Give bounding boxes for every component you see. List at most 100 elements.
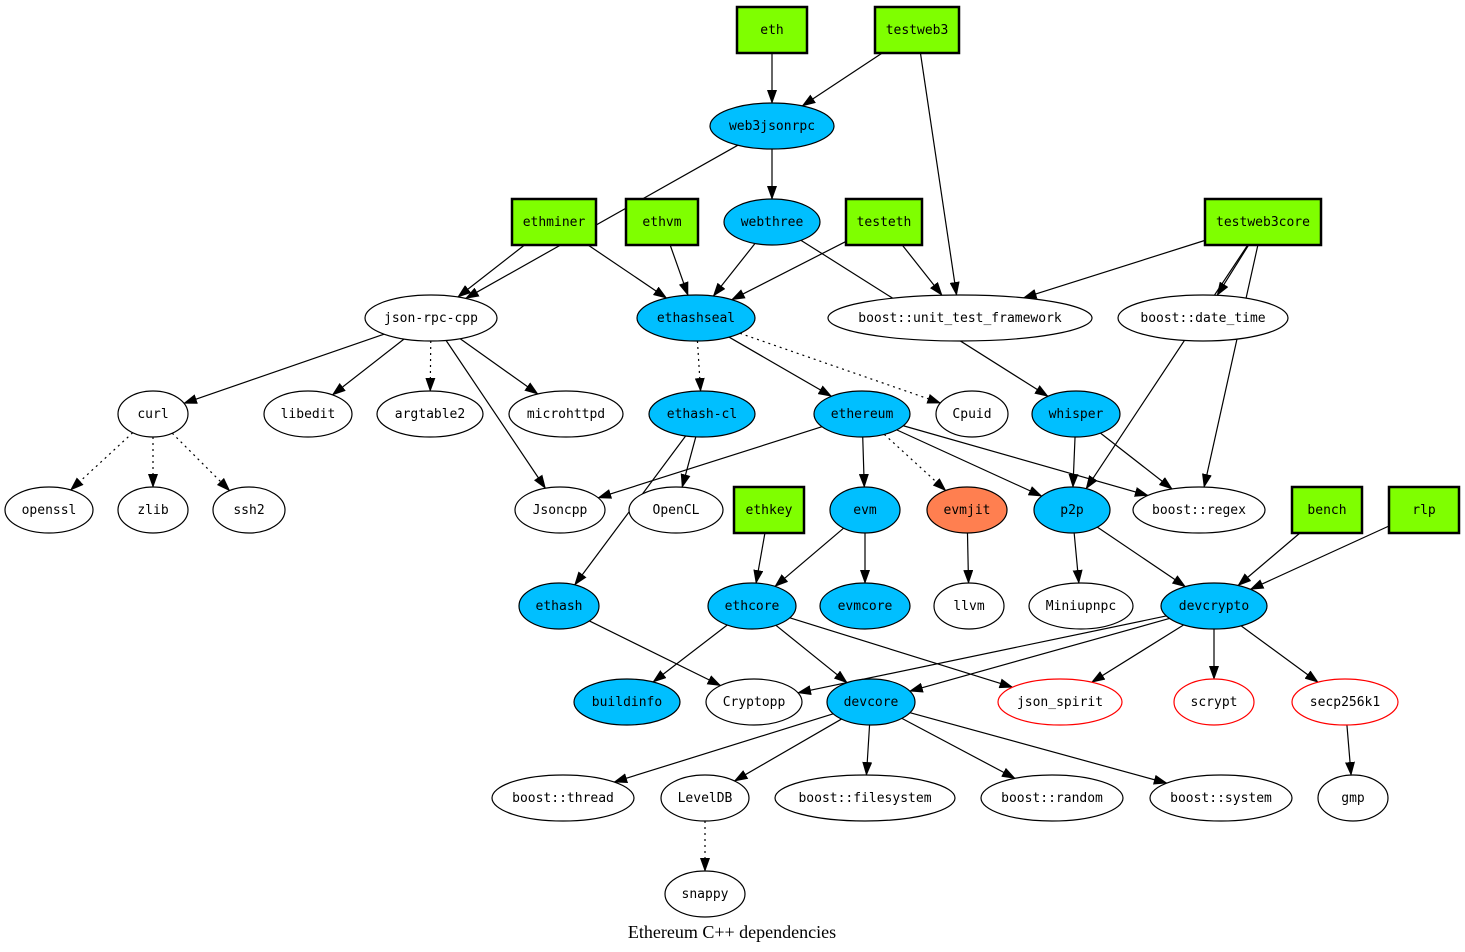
node-shape-json-rpc-cpp — [364, 294, 498, 342]
node-miniupnpc: Miniupnpc — [1028, 582, 1134, 630]
edge-devcore-to-boost-random — [901, 717, 1016, 779]
node-zlib: zlib — [117, 486, 189, 534]
node-label-p2p: p2p — [1060, 503, 1084, 518]
node-leveldb: LevelDB — [660, 774, 750, 822]
edge-devcore-to-boost-system — [909, 712, 1168, 785]
node-shape-openssl — [4, 486, 94, 534]
node-evmcore: evmcore — [819, 582, 911, 630]
node-shape-snappy — [664, 870, 746, 918]
edge-whisper-to-boost-regex — [1100, 432, 1173, 490]
node-testweb3core: testweb3core — [1203, 197, 1323, 247]
node-boost-thread: boost::thread — [491, 774, 635, 822]
edge-evm-to-ethcore — [774, 527, 844, 588]
edge-p2p-to-devcrypto — [1097, 526, 1187, 588]
node-ethash: ethash — [518, 582, 600, 630]
node-ethminer: ethminer — [510, 197, 598, 247]
edge-ethcore-to-buildinfo — [652, 624, 728, 683]
edge-curl-to-ssh2 — [171, 432, 231, 492]
node-shape-devcore — [826, 678, 916, 726]
node-label-boost-thread: boost::thread — [512, 791, 614, 806]
node-label-llvm: llvm — [953, 599, 984, 614]
edge-ethashseal-to-ethereum — [728, 336, 833, 397]
node-label-testeth: testeth — [857, 215, 912, 230]
node-label-jsoncpp: Jsoncpp — [533, 503, 588, 518]
node-shape-miniupnpc — [1028, 582, 1134, 630]
node-shape-ssh2 — [212, 486, 286, 534]
node-shape-ethash — [518, 582, 600, 630]
edge-testweb3core-to-p2p — [1085, 244, 1249, 490]
node-openssl: openssl — [4, 486, 94, 534]
node-shape-boost-random — [980, 774, 1124, 822]
diagram-caption: Ethereum C++ dependencies — [628, 922, 836, 942]
node-label-cryptopp: Cryptopp — [723, 695, 786, 710]
node-label-opencl: OpenCL — [653, 503, 700, 518]
node-label-ethminer: ethminer — [523, 215, 586, 230]
node-shape-boost-dt — [1117, 294, 1289, 342]
node-label-argtable2: argtable2 — [395, 407, 465, 422]
node-shape-jsoncpp — [514, 486, 606, 534]
node-label-ssh2: ssh2 — [233, 503, 264, 518]
node-shape-boost-utf — [827, 294, 1093, 342]
node-label-json_spirit: json_spirit — [1017, 695, 1103, 710]
node-evmjit: evmjit — [926, 486, 1008, 534]
node-p2p: p2p — [1033, 486, 1111, 534]
edge-web3jsonrpc-to-json-rpc-cpp — [464, 144, 739, 299]
node-label-boost-random: boost::random — [1001, 791, 1103, 806]
node-shape-ethereum — [813, 390, 911, 438]
node-llvm: llvm — [933, 582, 1005, 630]
node-label-ethcore: ethcore — [725, 599, 780, 614]
node-label-ethereum: ethereum — [831, 407, 894, 422]
node-shape-boost-regex — [1132, 486, 1266, 534]
node-label-libedit: libedit — [281, 407, 336, 422]
node-label-gmp: gmp — [1341, 791, 1365, 806]
edge-ethereum-to-evmjit — [883, 433, 947, 492]
node-label-leveldb: LevelDB — [678, 791, 733, 806]
node-label-testweb3core: testweb3core — [1216, 215, 1310, 230]
node-boost-dt: boost::date_time — [1117, 294, 1289, 342]
node-shape-rlp — [1387, 485, 1461, 535]
node-evm: evm — [829, 486, 901, 534]
edges-layer — [69, 52, 1390, 872]
node-label-eth: eth — [760, 23, 783, 38]
node-label-evmjit: evmjit — [944, 503, 991, 518]
edge-devcore-to-leveldb — [733, 718, 842, 782]
edge-devcore-to-boost-thread — [613, 713, 834, 783]
node-label-ethashseal: ethashseal — [657, 311, 735, 326]
node-label-bench: bench — [1307, 503, 1346, 518]
node-jsoncpp: Jsoncpp — [514, 486, 606, 534]
node-shape-gmp — [1317, 774, 1389, 822]
edge-json-rpc-cpp-to-microhttpd — [459, 338, 539, 395]
edge-evmjit-to-llvm — [963, 532, 974, 585]
node-label-boost-regex: boost::regex — [1152, 503, 1246, 518]
node-label-miniupnpc: Miniupnpc — [1046, 599, 1116, 614]
node-label-snappy: snappy — [682, 887, 729, 902]
node-microhttpd: microhttpd — [508, 390, 624, 438]
edge-testweb3-to-boost-utf — [919, 52, 960, 296]
edge-curl-to-openssl — [69, 432, 134, 491]
node-label-openssl: openssl — [22, 503, 77, 518]
node-shape-cpuid — [935, 390, 1009, 438]
node-opencl: OpenCL — [628, 486, 724, 534]
node-cpuid: Cpuid — [935, 390, 1009, 438]
edge-ethashseal-to-ethash-cl — [694, 340, 705, 393]
node-gmp: gmp — [1317, 774, 1389, 822]
node-label-json-rpc-cpp: json-rpc-cpp — [384, 311, 478, 326]
node-testeth: testeth — [844, 197, 924, 247]
node-shape-opencl — [628, 486, 724, 534]
edge-ethashseal-to-cpuid — [739, 332, 942, 404]
node-label-zlib: zlib — [137, 503, 168, 518]
node-ethkey: ethkey — [732, 485, 806, 535]
node-curl: curl — [117, 390, 189, 438]
node-shape-leveldb — [660, 774, 750, 822]
node-label-testweb3: testweb3 — [886, 23, 949, 38]
node-shape-testeth — [844, 197, 924, 247]
edge-testeth-to-ethashseal — [730, 240, 847, 301]
node-shape-evmjit — [926, 486, 1008, 534]
edge-ethereum-to-boost-regex — [903, 425, 1149, 497]
node-label-evmcore: evmcore — [838, 599, 893, 614]
node-shape-devcrypto — [1160, 582, 1268, 630]
node-ethereum: ethereum — [813, 390, 911, 438]
node-shape-bench — [1290, 485, 1364, 535]
